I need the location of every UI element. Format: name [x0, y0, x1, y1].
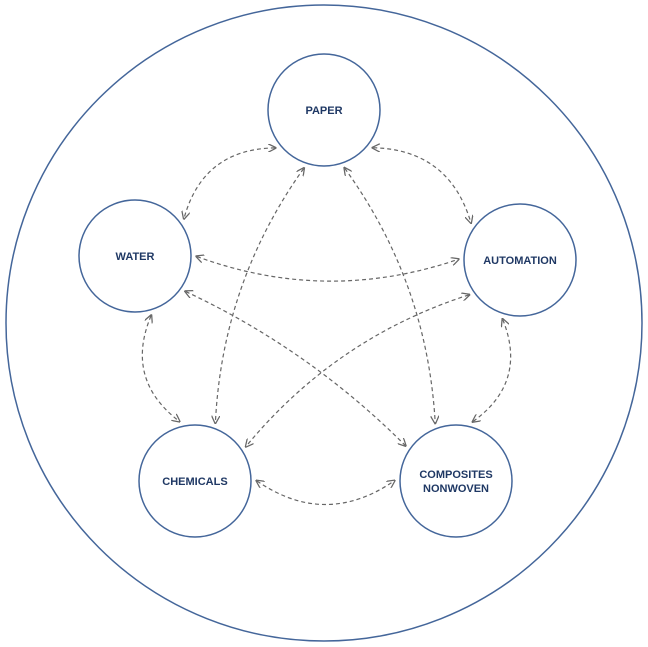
connection-automation-chemicals	[246, 295, 468, 446]
connection-paper-water	[184, 148, 275, 218]
node-paper: PAPER	[267, 53, 381, 167]
node-water-label: WATER	[116, 251, 155, 263]
node-chemicals-circle	[138, 424, 252, 538]
node-automation-circle	[463, 203, 577, 317]
connections-layer	[141, 148, 512, 505]
node-water-circle	[78, 199, 192, 313]
node-chemicals-label: CHEMICALS	[162, 476, 227, 488]
node-paper-circle	[267, 53, 381, 167]
connection-chemicals-composites	[257, 481, 394, 505]
connection-automation-composites	[473, 320, 512, 422]
connection-paper-composites	[345, 168, 435, 422]
connection-paper-automation	[373, 148, 471, 223]
outer-boundary-circle	[5, 4, 643, 642]
node-automation: AUTOMATION	[463, 203, 577, 317]
node-composites: COMPOSITES NONWOVEN	[399, 424, 513, 538]
node-chemicals: CHEMICALS	[138, 424, 252, 538]
connection-paper-chemicals	[215, 169, 303, 423]
nodes-layer: PAPER AUTOMATION COMPOSITES NONWOVEN CHEMICA…	[78, 53, 577, 538]
connection-water-automation	[197, 257, 458, 282]
node-paper-label: PAPER	[305, 105, 342, 117]
node-composites-label: COMPOSITES	[419, 469, 492, 481]
connection-water-chemicals	[141, 316, 179, 421]
node-automation-label: AUTOMATION	[483, 255, 557, 267]
node-composites-label: NONWOVEN	[423, 483, 489, 495]
node-composites-circle	[399, 424, 513, 538]
node-water: WATER	[78, 199, 192, 313]
connection-water-composites	[186, 292, 405, 446]
